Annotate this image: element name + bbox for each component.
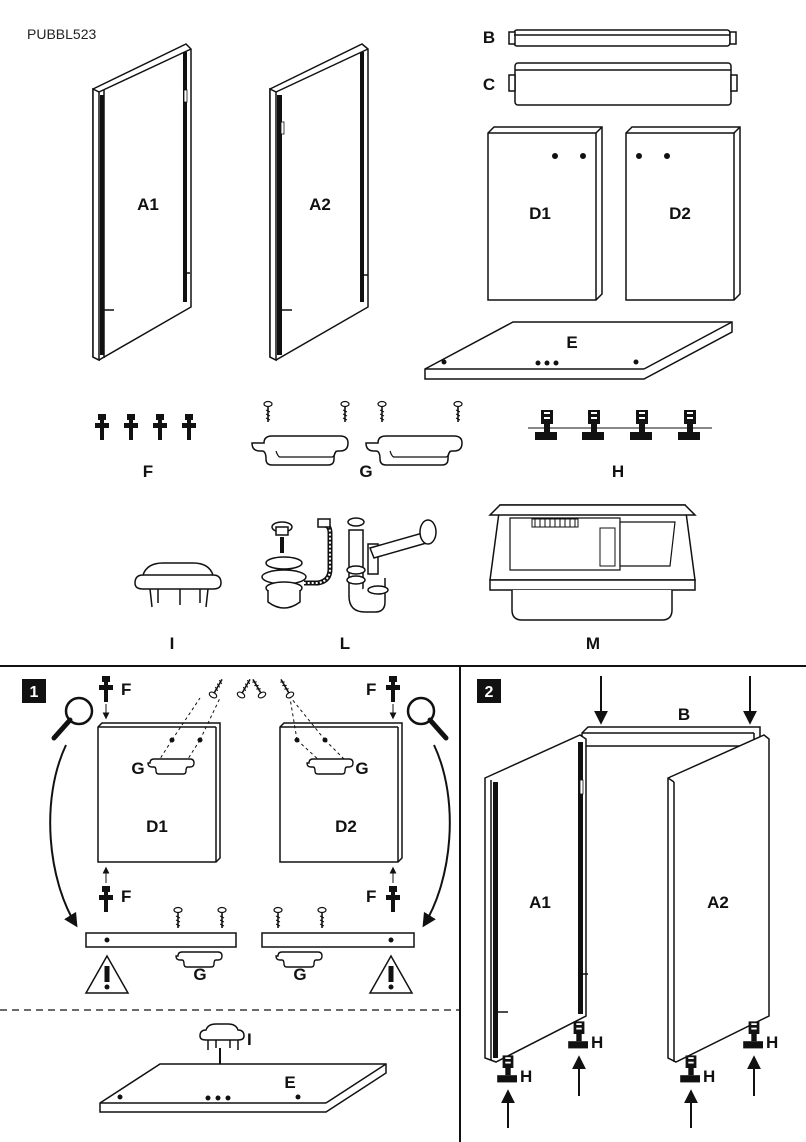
- dowel-icon: [386, 886, 400, 912]
- step1-label-g-bottom-right: G: [293, 965, 306, 984]
- part-c-rail: [508, 62, 738, 106]
- step1-board-left: [85, 906, 237, 968]
- part-d1-door: [487, 126, 603, 301]
- dowel-icon: [99, 886, 113, 912]
- part-b-rail: [508, 29, 737, 47]
- label-f: F: [143, 462, 153, 481]
- foot-icon: [568, 1021, 588, 1049]
- part-a1-side-panel: [92, 43, 192, 362]
- part-d2-door: [625, 126, 741, 301]
- label-a2: A2: [309, 195, 331, 214]
- step1-board-right: [261, 906, 415, 968]
- part-g-handles: [251, 400, 463, 466]
- step2-side-a2: [667, 734, 770, 1063]
- step2-label-h-2: H: [520, 1067, 532, 1086]
- step1-label-g-d1: G: [131, 759, 144, 778]
- step1-clip-i: [199, 1023, 245, 1050]
- step1-label-f-bottom-right: F: [366, 887, 376, 906]
- step1-label-g-d2: G: [355, 759, 368, 778]
- step1-label-e: E: [284, 1073, 295, 1092]
- product-code: PUBBL523: [27, 26, 96, 42]
- dowel-icon: [99, 676, 113, 702]
- label-d1: D1: [529, 204, 551, 223]
- label-i: I: [170, 634, 175, 653]
- arrow-icon: [49, 744, 78, 928]
- step1-label-f-top-left: F: [121, 680, 131, 699]
- label-e: E: [566, 333, 577, 352]
- label-d2: D2: [669, 204, 691, 223]
- step-1-number: 1: [30, 684, 39, 701]
- step2-label-a1: A1: [529, 893, 551, 912]
- step-2-number: 2: [485, 684, 494, 701]
- step1-label-i: I: [247, 1030, 252, 1049]
- step2-label-h-3: H: [703, 1067, 715, 1086]
- step1-label-f-top-right: F: [366, 680, 376, 699]
- warning-icon: [84, 954, 130, 994]
- warning-icon: [368, 954, 414, 994]
- step1-label-f-bottom-left: F: [121, 887, 131, 906]
- step2-rail-b: [581, 726, 761, 747]
- part-m-washbasin: [488, 504, 697, 621]
- step1-base-e: [99, 1063, 387, 1113]
- magnifier-icon: [406, 696, 449, 741]
- dowel-icon: [386, 676, 400, 702]
- step1-door-d2: [279, 697, 403, 863]
- step2-side-a1: [484, 734, 588, 1063]
- part-h-feet: [528, 410, 712, 440]
- step1-label-g-bottom-left: G: [193, 965, 206, 984]
- part-e-base-panel: [424, 321, 733, 380]
- step2-label-b: B: [678, 705, 690, 724]
- label-h: H: [612, 462, 624, 481]
- step2-label-h-4: H: [766, 1033, 778, 1052]
- label-b: B: [483, 28, 495, 47]
- step-1-badge: [22, 679, 46, 703]
- arrow-icon: [422, 744, 451, 928]
- step1-label-d2: D2: [335, 817, 357, 836]
- magnifier-icon: [51, 696, 94, 741]
- step-2-badge: [477, 679, 501, 703]
- part-f-dowels: [95, 414, 196, 440]
- screw-icon: [207, 676, 296, 700]
- step2-label-a2: A2: [707, 893, 729, 912]
- label-l: L: [340, 634, 350, 653]
- part-i-clip: [134, 562, 222, 608]
- label-m: M: [586, 634, 600, 653]
- step2-label-h-1: H: [591, 1033, 603, 1052]
- part-a2-side-panel: [269, 43, 369, 362]
- label-g: G: [359, 462, 372, 481]
- step1-label-d1: D1: [146, 817, 168, 836]
- label-a1: A1: [137, 195, 159, 214]
- foot-icon: [680, 1055, 700, 1083]
- step1-door-d1: [97, 697, 221, 863]
- label-c: C: [483, 75, 495, 94]
- part-l-siphon-kit: [261, 517, 437, 613]
